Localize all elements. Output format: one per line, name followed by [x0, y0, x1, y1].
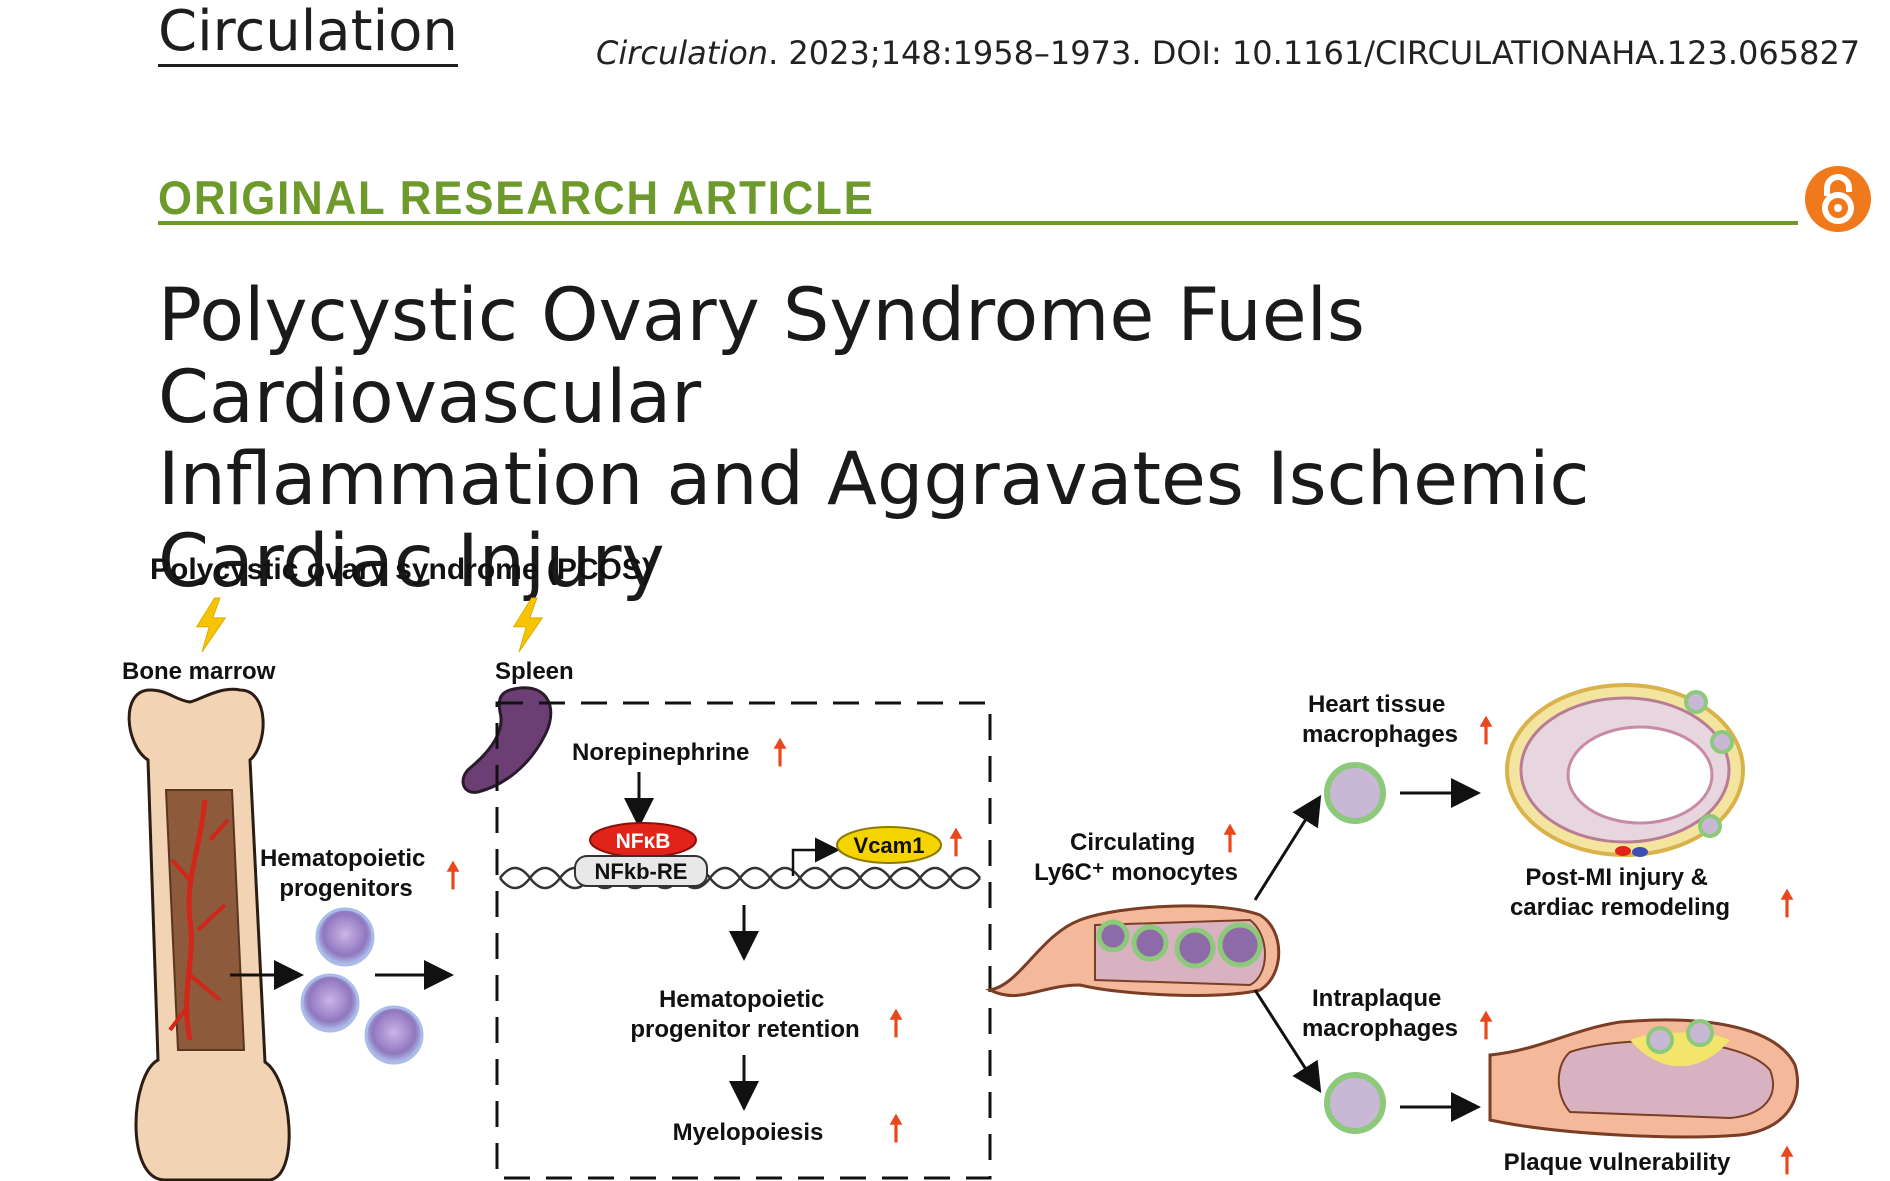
spleen-illustration — [461, 686, 553, 794]
section-divider — [158, 221, 1798, 225]
post-mi-label: Post-MI injury & cardiac remodeling — [1510, 864, 1730, 921]
vcam1-label: Vcam1 — [854, 833, 925, 858]
nfkb-label: NFκB — [616, 830, 671, 853]
heart-cross-section — [1505, 683, 1745, 857]
up-arrow-icon — [949, 827, 963, 857]
progenitor-retention-label: Hematopoietic progenitor retention — [630, 986, 859, 1043]
title-line: Inflammation and Aggravates Ischemic — [158, 437, 1590, 522]
progenitor-cell — [364, 1005, 424, 1065]
lightning-icon — [513, 597, 543, 653]
up-arrow-icon — [1479, 1010, 1493, 1040]
spleen-label: Spleen — [495, 658, 574, 685]
open-access-icon[interactable] — [1805, 166, 1871, 232]
bone-illustration — [127, 687, 291, 1181]
myelopoiesis-label: Myelopoiesis — [673, 1119, 824, 1146]
hematopoietic-progenitors-label: Hematopoietic progenitors — [260, 845, 432, 902]
dna-strand — [499, 866, 981, 890]
blood-vessel-illustration — [985, 904, 1281, 998]
norepinephrine-label: Norepinephrine — [572, 739, 749, 766]
section-label: ORIGINAL RESEARCH ARTICLE — [158, 171, 875, 224]
article-title: Polycystic Ovary Syndrome Fuels Cardiova… — [158, 275, 1878, 603]
title-line: Polycystic Ovary Syndrome Fuels Cardiova… — [158, 273, 1365, 440]
figure-heading: Polycystic ovary syndrome (PCOS) — [150, 553, 652, 586]
journal-name[interactable]: Circulation — [158, 2, 458, 67]
transcription-arrow — [791, 837, 840, 876]
up-arrow-icon — [889, 1008, 903, 1038]
citation-line: Circulation. 2023;148:1958–1973. DOI: 10… — [596, 34, 1860, 72]
heart-macrophages-label: Heart tissue macrophages — [1302, 691, 1458, 748]
intraplaque-macrophages-label: Intraplaque macrophages — [1302, 985, 1458, 1042]
up-arrow-icon — [1780, 1145, 1794, 1175]
up-arrow-icon — [1223, 823, 1237, 853]
up-arrow-icon — [889, 1113, 903, 1143]
plaque-vulnerability-label: Plaque vulnerability — [1504, 1149, 1731, 1176]
plaque-vessel-illustration — [1488, 1018, 1800, 1139]
nfkb-re-box — [574, 855, 708, 887]
progenitor-cell — [300, 973, 360, 1033]
up-arrow-icon — [1479, 715, 1493, 745]
macrophage-cell — [1324, 762, 1386, 824]
circulating-monocytes-label: Circulating Ly6C⁺ monocytes — [1034, 829, 1238, 886]
flow-arrow — [1253, 989, 1322, 1094]
title-line: Cardiac Injury — [158, 519, 665, 604]
citation-journal: Circulation — [596, 34, 769, 72]
nfkb-re-label: NFkb-RE — [595, 859, 688, 884]
citation-details: . 2023;148:1958–1973. DOI: 10.1161/CIRCU… — [768, 34, 1861, 72]
macrophage-cell — [1324, 1072, 1386, 1134]
up-arrow-icon — [1780, 888, 1794, 918]
vcam1-badge — [836, 826, 942, 864]
spleen-mechanism-box — [495, 701, 992, 1180]
bone-marrow-label: Bone marrow — [122, 658, 276, 685]
up-arrow-icon — [773, 737, 787, 767]
up-arrow-icon — [446, 860, 460, 890]
progenitor-cell — [315, 907, 375, 967]
lightning-icon — [196, 597, 226, 653]
flow-arrow — [1253, 794, 1322, 901]
